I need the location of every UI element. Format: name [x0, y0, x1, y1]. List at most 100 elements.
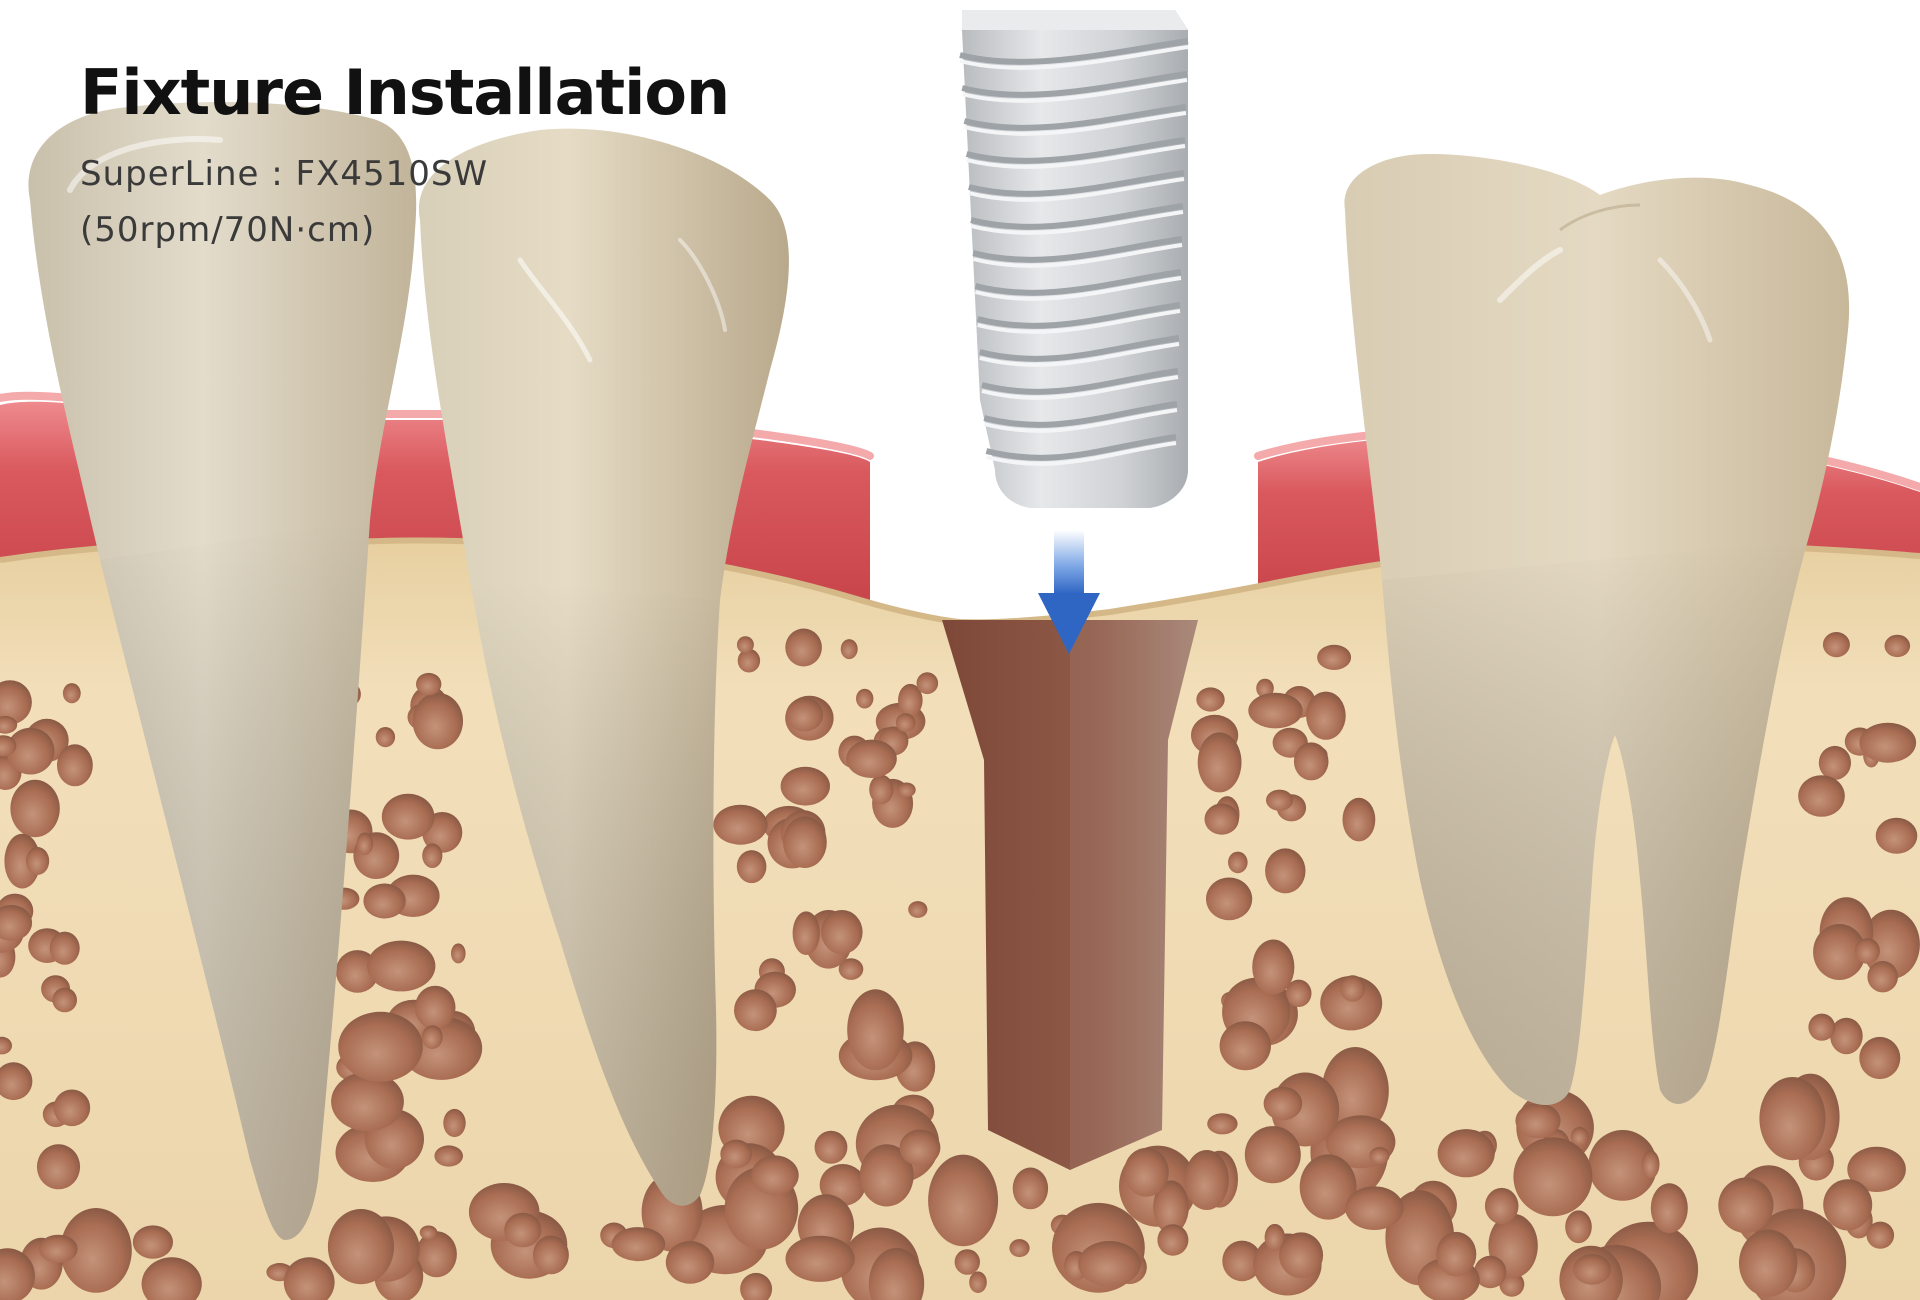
bone-pore [1515, 1103, 1560, 1138]
bone-pore [57, 744, 93, 786]
bone-pore [1345, 1186, 1403, 1230]
bone-pore [1266, 790, 1293, 811]
bone-pore [382, 794, 435, 840]
bone-pore [1876, 818, 1918, 854]
bone-pore [1264, 1087, 1303, 1121]
bone-pore [612, 1227, 666, 1261]
bone-pore [1198, 732, 1242, 792]
bone-pore [1867, 961, 1898, 992]
bone-pore [422, 1025, 443, 1049]
bone-pore [357, 833, 373, 856]
bone-pore [1565, 1210, 1592, 1243]
bone-pore [1306, 692, 1346, 740]
bone-pore [898, 783, 916, 798]
bone-pore [1830, 1018, 1863, 1054]
bone-pore [1205, 804, 1239, 835]
bone-pore [26, 847, 49, 875]
implant-fixture-icon [960, 10, 1188, 508]
bone-pore [63, 683, 81, 703]
bone-pore [1819, 746, 1851, 780]
bone-pore [1220, 1021, 1271, 1070]
bone-pore [1013, 1168, 1048, 1210]
bone-pore [338, 1012, 423, 1082]
bone-pore [781, 767, 830, 806]
bone-pore [720, 1140, 752, 1169]
bone-pore [1340, 975, 1365, 1001]
product-code: SuperLine : FX4510SW [80, 146, 729, 202]
bone-pore [1718, 1178, 1773, 1234]
bone-pore [1294, 742, 1329, 780]
bone-pore [363, 884, 405, 919]
bone-pore [376, 727, 395, 747]
bone-pore [751, 1155, 799, 1195]
bone-pore [1369, 1147, 1389, 1164]
bone-pore [928, 1155, 998, 1247]
bone-pore [1808, 1014, 1835, 1041]
bone-pore [900, 1130, 941, 1166]
bone-pore [50, 932, 80, 965]
bone-pore [416, 673, 441, 695]
bone-pore [1279, 1232, 1323, 1278]
bone-pore [422, 843, 442, 868]
bone-pore [955, 1249, 980, 1275]
bone-pore [1207, 1113, 1237, 1134]
bone-pore [415, 986, 456, 1030]
bone-pore [1513, 1137, 1592, 1216]
bone-pore [451, 943, 466, 963]
bone-pore [1317, 645, 1351, 670]
bone-pore [39, 1235, 78, 1263]
bone-pore [133, 1225, 173, 1258]
bone-pore [908, 901, 927, 918]
bone-pore [367, 941, 435, 992]
bone-pore [420, 1226, 438, 1240]
bone-pore [1438, 1129, 1495, 1177]
bone-pore [413, 693, 463, 749]
bone-pore [1078, 1241, 1141, 1287]
bone-pore [52, 988, 77, 1013]
bone-pore [734, 989, 777, 1031]
speed-torque: (50rpm/70N·cm) [80, 202, 729, 258]
bone-pore [1759, 1077, 1825, 1160]
bone-pore [1185, 1150, 1229, 1210]
caption-block: Fixture Installation SuperLine : FX4510S… [80, 62, 729, 258]
bone-pore [1245, 1126, 1301, 1183]
bone-pore [328, 1209, 394, 1284]
bone-pore [1436, 1232, 1476, 1277]
bone-pore [1739, 1230, 1797, 1297]
bone-pore [856, 689, 873, 709]
bone-pore [1859, 1037, 1900, 1079]
bone-pore [1855, 938, 1880, 963]
bone-pore [666, 1241, 714, 1284]
bone-pore [443, 1109, 465, 1137]
bone-pore [504, 1213, 541, 1248]
bone-pore [786, 1236, 855, 1282]
bone-pore [1885, 635, 1911, 657]
bone-pore [815, 1131, 848, 1164]
bone-pore [846, 740, 897, 778]
bone-pore [1823, 632, 1850, 657]
bone-pore [37, 1144, 80, 1189]
bone-pore [786, 698, 823, 732]
bone-pore [783, 816, 827, 868]
bone-pore [1642, 1150, 1660, 1178]
bone-pore [1265, 848, 1305, 893]
bone-pore [1343, 798, 1376, 842]
bone-pore [1860, 723, 1917, 763]
bone-pore [969, 1271, 987, 1293]
bone-pore [1651, 1183, 1688, 1233]
bone-pore [54, 1090, 91, 1127]
bone-pore [1248, 693, 1302, 729]
bone-pore [1124, 1148, 1169, 1197]
bone-pore [896, 713, 916, 732]
bone-pore [785, 629, 822, 667]
bone-pore [737, 850, 767, 883]
bone-pore [434, 1145, 463, 1166]
bone-pore [1206, 878, 1252, 921]
bone-pore [713, 805, 767, 845]
bone-pore [841, 639, 858, 659]
bone-pore [1157, 1224, 1188, 1255]
bone-pore [821, 910, 862, 954]
bone-pore [1252, 940, 1294, 995]
bone-pore [533, 1236, 569, 1275]
bone-pore [737, 636, 754, 653]
